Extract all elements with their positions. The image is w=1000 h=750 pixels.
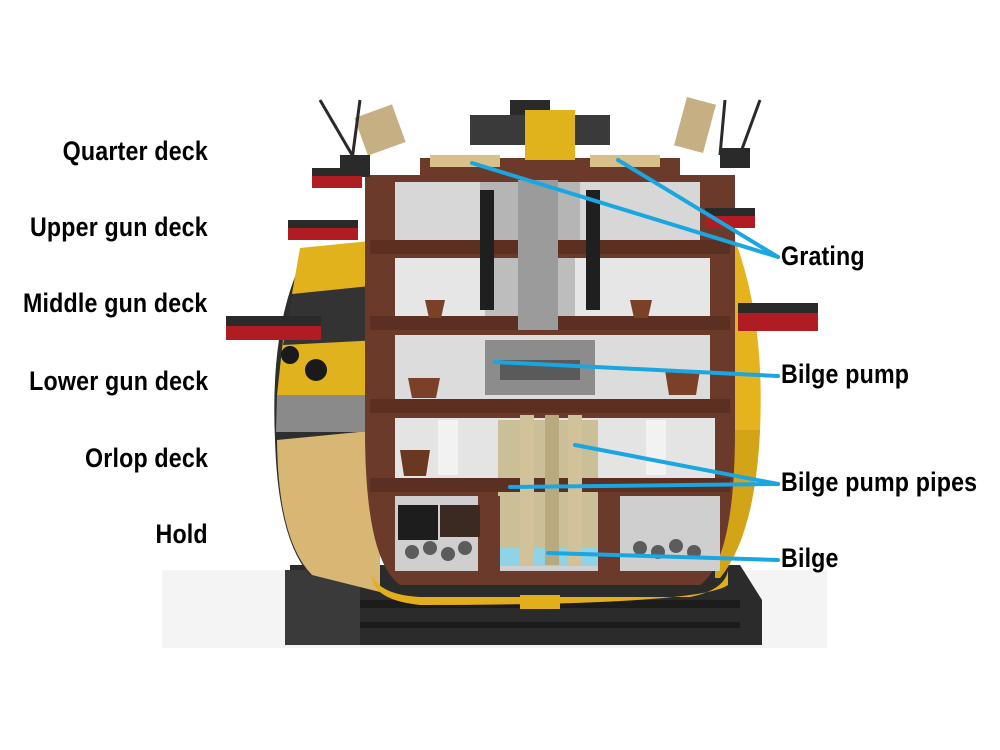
middle-gun-deck-level [370,335,730,413]
leader-lines [470,158,780,562]
deck-label-lower-gun-deck: Lower gun deck [28,366,208,396]
mast-and-pump [480,100,600,565]
callout-label-bilge-pump-pipes: Bilge pump pipes [781,467,978,497]
leader-line-grating-left [470,161,780,259]
deck-label-hold: Hold [155,519,208,549]
callout-label-bilge-pump: Bilge pump [781,359,910,389]
leader-line-bilge-pump [493,360,780,378]
deck-label-middle-gun-deck: Middle gun deck [23,288,208,318]
deck-label-quarter-deck: Quarter deck [62,136,208,166]
callout-label-bilge: Bilge [781,543,839,573]
deck-label-upper-gun-deck: Upper gun deck [30,212,208,242]
callout-label-grating: Grating [781,241,865,271]
hull-left-shell [274,240,380,592]
leader-line-bilge [546,551,780,562]
leader-line-grating-right [616,158,780,259]
deck-label-orlop-deck: Orlop deck [84,443,208,473]
leader-line-bilge-pump-pipes-upper [573,443,780,486]
leader-line-bilge-pump-pipes-lower [508,482,780,489]
top-deck [318,96,762,177]
gun-port-lids [226,168,818,340]
